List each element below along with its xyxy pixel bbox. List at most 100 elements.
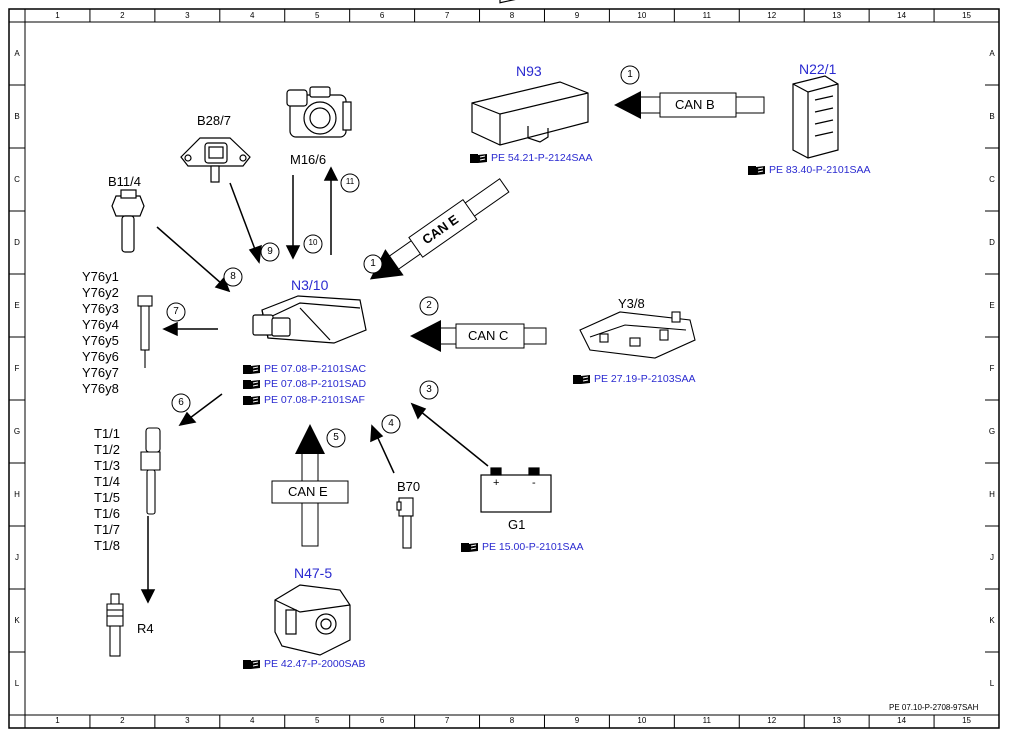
y76-label: Y76y3 [82,301,119,316]
grid-row-label: C [989,174,995,184]
signal-arrows [140,166,489,604]
n3-10-ref-link-1[interactable]: PE 07.08-P-2101SAC [243,363,366,375]
grid-row-label: H [14,489,20,499]
b70-label: B70 [397,479,421,494]
grid-column-label: 1 [55,716,60,725]
y3-8-label: Y3/8 [618,296,645,311]
n3-10-ref-link-2[interactable]: PE 07.08-P-2101SAD [243,378,366,390]
document-ref-icon [243,364,261,374]
y76-injector-drawing [137,295,153,368]
t1-label: T1/7 [94,522,121,537]
grid-column-label: 13 [832,716,842,725]
callout-circle [419,380,439,400]
callout-circle [166,302,186,322]
g1-plus-terminal: + [493,477,500,489]
grid-row-label: J [15,552,19,562]
grid-column-label: 12 [767,716,777,725]
can-c-label: CAN C [468,328,509,343]
callout-circle [171,393,191,413]
callout-number: 7 [173,306,179,317]
n3-10-ecu-drawing [252,295,367,344]
grid-row-label: B [14,111,20,121]
y76-label: Y76y7 [82,365,119,380]
n3-10-ref-link-3[interactable]: PE 07.08-P-2101SAF [243,394,365,406]
grid-row-label: F [989,363,995,373]
callout-number: 1 [627,69,633,80]
document-ref-icon [243,659,261,669]
g1-ref-link[interactable]: PE 15.00-P-2101SAA [461,541,584,553]
t1-ignition-coil-drawing [140,427,161,515]
n47-5-module-drawing [274,584,351,656]
callout-number: 4 [388,418,394,429]
grid-column-label: 12 [767,11,777,20]
n22-1-ref-link[interactable]: PE 83.40-P-2101SAA [748,164,871,176]
n93-ref-link[interactable]: PE 54.21-P-2124SAA [470,152,593,164]
y3-8-valve-body-drawing [579,311,696,359]
n22-1-module-drawing [792,75,839,159]
b70-sensor-drawing [396,497,414,549]
callout-number: 8 [230,271,236,282]
t1-label: T1/1 [94,426,121,441]
document-ref-icon [748,165,766,175]
callout-number: 1 [370,258,376,269]
grid-column-label: 13 [832,11,842,20]
grid-column-label: 14 [897,716,907,725]
document-ref-icon [461,542,479,552]
t1-label: T1/2 [94,442,121,457]
y76-label: Y76y5 [82,333,119,348]
grid-row-label: K [989,615,995,625]
grid-row-label: H [989,489,995,499]
grid-row-label: F [14,363,20,373]
r4-label: R4 [137,621,154,636]
callout-number: 6 [178,397,184,408]
b28-7-sensor-drawing [180,137,251,183]
grid-column-label: 14 [897,11,907,20]
grid-column-label: 8 [509,716,515,725]
g1-battery-drawing [480,467,552,513]
grid-row-label: G [988,426,996,436]
grid-row-label: A [14,48,20,58]
callout-circle [260,242,280,262]
t1-label: T1/8 [94,538,121,553]
grid-column-label: 4 [250,716,255,725]
callout-circle [419,296,439,316]
n93-label: N93 [516,63,542,79]
b11-4-sensor-drawing [111,189,145,253]
grid-row-label: A [989,48,995,58]
grid-column-label: 5 [314,11,320,20]
t1-label: T1/3 [94,458,121,473]
n22-1-label: N22/1 [799,61,837,77]
callout-circle [381,414,401,434]
y76-label: Y76y2 [82,285,119,300]
callout-circle [340,173,360,193]
g1-label: G1 [508,517,526,532]
grid-row-label: D [989,237,995,247]
document-id: PE 07.10-P-2708-97SAH [889,703,979,712]
callout-number: 9 [267,246,273,257]
t1-label: T1/4 [94,474,121,489]
grid-row-label: E [989,300,995,310]
can-e-diagonal-arrow [369,178,510,280]
r4-spark-plug-drawing [106,593,124,657]
y76-label: Y76y8 [82,381,119,396]
grid-column-label: 9 [574,11,580,20]
grid-row-label: E [14,300,20,310]
callout-number: 5 [333,432,339,443]
document-ref-icon [243,379,261,389]
m16-6-throttle-drawing [286,86,352,138]
grid-column-label: 7 [444,11,450,20]
n47-5-ref-link[interactable]: PE 42.47-P-2000SAB [243,658,366,670]
grid-column-label: 4 [250,11,255,20]
n93-module-drawing [471,0,589,146]
callout-number: 3 [426,384,432,395]
document-ref-icon [243,395,261,405]
grid-column-label: 3 [185,716,190,725]
can-e-bottom-label: CAN E [288,484,328,499]
callout-circle [326,428,346,448]
y3-8-ref-link[interactable]: PE 27.19-P-2103SAA [573,373,696,385]
grid-row-label: D [14,237,20,247]
grid-row-label: G [13,426,21,436]
y76-labels: Y76y1 Y76y2 Y76y3 Y76y4 Y76y5 Y76y6 Y76y… [82,269,119,397]
grid-row-label: B [989,111,995,121]
